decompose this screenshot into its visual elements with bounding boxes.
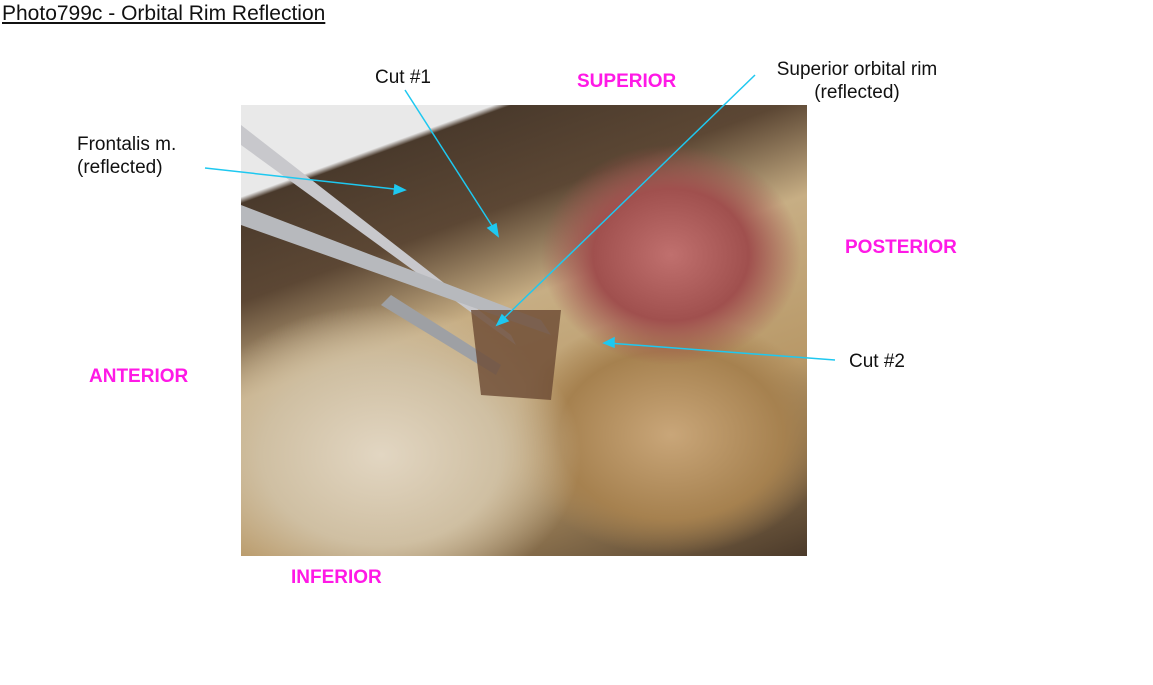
- label-frontalis-line2: (reflected): [77, 157, 163, 178]
- leader-cut2: [607, 342, 836, 361]
- figure-title: Photo799c - Orbital Rim Reflection: [2, 2, 326, 25]
- label-rim-line2: (reflected): [814, 82, 900, 103]
- direction-inferior: INFERIOR: [291, 567, 382, 588]
- direction-anterior: ANTERIOR: [89, 366, 189, 387]
- arrowhead-icon: [495, 313, 510, 327]
- leader-superior-rim: [499, 74, 756, 323]
- arrowhead-icon: [486, 222, 500, 238]
- leader-cut1: [404, 89, 497, 233]
- leader-frontalis: [204, 167, 404, 191]
- label-frontalis-line1: Frontalis m.: [77, 134, 177, 155]
- label-superior-orbital-rim: Superior orbital rim (reflected): [764, 58, 950, 104]
- direction-posterior: POSTERIOR: [845, 237, 957, 258]
- direction-superior: SUPERIOR: [577, 71, 677, 92]
- label-cut1: Cut #1: [375, 67, 431, 88]
- arrowhead-icon: [393, 183, 407, 196]
- label-rim-line1: Superior orbital rim: [776, 59, 938, 80]
- label-cut2: Cut #2: [849, 351, 905, 372]
- arrowhead-icon: [602, 336, 615, 349]
- label-frontalis: Frontalis m. (reflected): [77, 133, 176, 179]
